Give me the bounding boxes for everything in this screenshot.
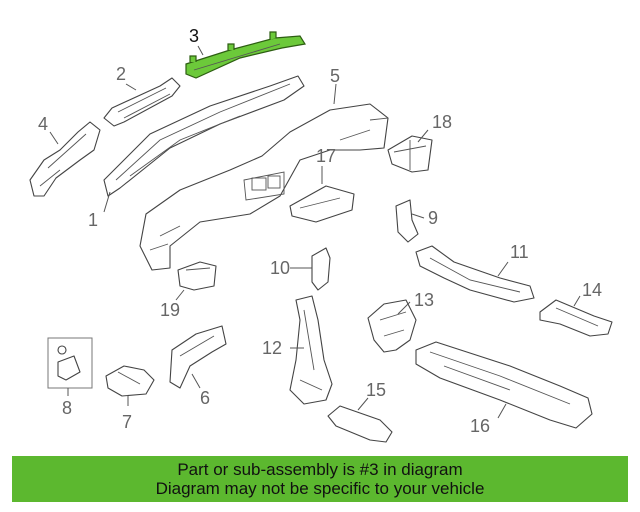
part-16[interactable] [415, 341, 593, 429]
callout-12[interactable]: 12 [262, 338, 282, 358]
callout-3[interactable]: 3 [189, 26, 199, 46]
info-banner: Part or sub-assembly is #3 in diagram Di… [12, 456, 628, 502]
part-7[interactable] [105, 365, 155, 397]
part-4[interactable] [29, 121, 101, 197]
callout-13[interactable]: 13 [414, 290, 434, 310]
callout-6[interactable]: 6 [200, 388, 210, 408]
callout-10[interactable]: 10 [270, 258, 290, 278]
callout-8[interactable]: 8 [62, 398, 72, 418]
callout-18[interactable]: 18 [432, 112, 452, 132]
banner-line-2: Diagram may not be specific to your vehi… [155, 479, 485, 498]
part-11[interactable] [415, 245, 535, 303]
part-17[interactable] [289, 185, 355, 223]
part-3-highlighted[interactable] [185, 31, 306, 79]
part-18[interactable] [387, 135, 433, 173]
callout-7[interactable]: 7 [122, 412, 132, 432]
callout-14[interactable]: 14 [582, 280, 602, 300]
callout-19[interactable]: 19 [160, 300, 180, 320]
callout-5[interactable]: 5 [330, 66, 340, 86]
callout-4[interactable]: 4 [38, 114, 48, 134]
part-2[interactable] [103, 77, 181, 127]
part-5[interactable] [139, 103, 389, 271]
part-10[interactable] [311, 247, 331, 291]
part-8[interactable] [47, 337, 93, 389]
part-9[interactable] [395, 199, 419, 243]
part-19[interactable] [177, 261, 217, 291]
part-12[interactable] [289, 295, 333, 405]
callout-2[interactable]: 2 [116, 64, 126, 84]
part-15[interactable] [327, 405, 393, 443]
banner-line-1: Part or sub-assembly is #3 in diagram [177, 460, 463, 479]
parts-diagram: 3 2 4 1 5 18 17 9 11 14 10 19 12 13 16 1… [29, 26, 613, 443]
callout-11[interactable]: 11 [510, 242, 529, 262]
callout-16[interactable]: 16 [470, 416, 490, 436]
callout-15[interactable]: 15 [366, 380, 386, 400]
part-13[interactable] [367, 299, 417, 353]
part-1[interactable] [103, 75, 305, 197]
callout-17[interactable]: 17 [316, 146, 336, 166]
part-6[interactable] [169, 325, 227, 389]
callout-1[interactable]: 1 [88, 210, 98, 230]
callout-9[interactable]: 9 [428, 208, 438, 228]
part-14[interactable] [539, 299, 613, 337]
